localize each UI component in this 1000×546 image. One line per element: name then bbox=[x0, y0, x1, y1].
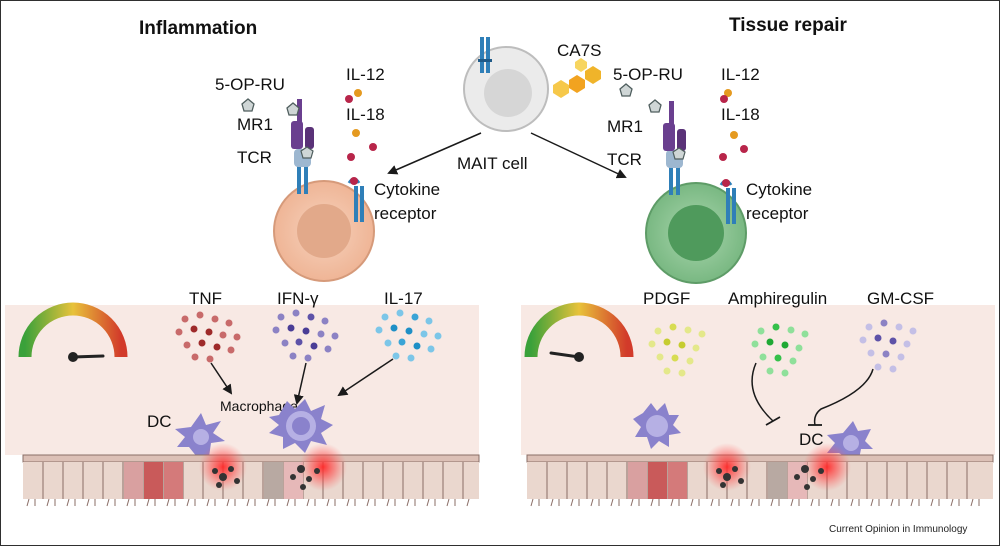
antigen-5oprU-right-2 bbox=[648, 99, 662, 113]
label-il18-left: IL-18 bbox=[346, 105, 385, 124]
gm-csf-dots bbox=[859, 319, 917, 373]
label-tcr-left: TCR bbox=[237, 148, 272, 167]
title-tissue-repair: Tissue repair bbox=[729, 15, 848, 36]
pdgf-dots bbox=[648, 323, 706, 377]
label-amphiregulin: Amphiregulin bbox=[728, 289, 827, 308]
dendritic-cell-left bbox=[175, 413, 225, 491]
antigen-5oprU-right-1 bbox=[619, 83, 633, 97]
arrow-to-repair bbox=[530, 132, 627, 179]
label-5-op-ru-left: 5-OP-RU bbox=[215, 75, 285, 94]
inflammatory-mait-cell bbox=[273, 180, 375, 282]
macrophage-right bbox=[633, 403, 681, 449]
tnf-dots bbox=[175, 311, 241, 363]
naive-mait-cell bbox=[463, 37, 549, 132]
il12-il18-dots-right bbox=[719, 89, 748, 161]
label-tnf: TNF bbox=[189, 289, 222, 308]
label-dc-right: DC bbox=[799, 430, 824, 449]
inhibit-gmcsf-dc bbox=[813, 368, 874, 426]
epithelium-right bbox=[526, 443, 994, 507]
label-il12-right: IL-12 bbox=[721, 65, 760, 84]
label-ifn-gamma: IFN-γ bbox=[277, 289, 319, 308]
label-dc-left: DC bbox=[147, 412, 172, 431]
gauge-left bbox=[18, 302, 128, 362]
label-il17: IL-17 bbox=[384, 289, 423, 308]
label-il18-right: IL-18 bbox=[721, 105, 760, 124]
macrophage-left bbox=[269, 399, 333, 453]
mr1-tcr-complex-right bbox=[663, 101, 686, 195]
mr1-tcr-complex-left bbox=[291, 99, 314, 194]
gauge-right bbox=[524, 302, 634, 362]
arrow-tnf-macrophage bbox=[210, 362, 233, 395]
il12-il18-dots-left bbox=[345, 89, 377, 161]
label-il12-left: IL-12 bbox=[346, 65, 385, 84]
inhibit-bar-amphiregulin bbox=[765, 416, 781, 426]
ifn-gamma-dots bbox=[272, 309, 339, 362]
arrow-il17-macrophage bbox=[337, 358, 394, 397]
cytokine-receptor-right bbox=[719, 179, 736, 224]
label-receptor-left: receptor bbox=[374, 204, 437, 223]
tissue-background-right bbox=[521, 305, 995, 455]
label-pdgf: PDGF bbox=[643, 289, 690, 308]
ca7s-molecule bbox=[553, 58, 601, 98]
antigen-5oprU-left-2 bbox=[286, 102, 300, 116]
title-inflammation: Inflammation bbox=[139, 18, 257, 39]
label-mr1-left: MR1 bbox=[237, 115, 273, 134]
arrow-ifng-macrophage bbox=[293, 362, 307, 405]
label-mr1-right: MR1 bbox=[607, 117, 643, 136]
label-macrophage: Macrophage bbox=[220, 398, 298, 414]
epithelium-left bbox=[22, 443, 480, 507]
label-receptor-right: receptor bbox=[746, 204, 809, 223]
label-tcr-right: TCR bbox=[607, 150, 642, 169]
journal-credit: Current Opinion in Immunology bbox=[829, 524, 967, 535]
antigen-5oprU-left-1 bbox=[241, 98, 255, 112]
label-cytokine-left: Cytokine bbox=[374, 180, 440, 199]
arrow-to-inflammation bbox=[387, 132, 482, 175]
mait-cell-label: MAIT cell bbox=[457, 154, 528, 173]
label-cytokine-right: Cytokine bbox=[746, 180, 812, 199]
cytokine-receptor-left bbox=[347, 177, 364, 222]
label-5-op-ru-right: 5-OP-RU bbox=[613, 65, 683, 84]
ca7s-label: CA7S bbox=[557, 41, 601, 60]
amphiregulin-dots bbox=[751, 323, 809, 377]
inhibit-amphiregulin-dc bbox=[751, 362, 774, 422]
il17-dots bbox=[375, 309, 442, 362]
repair-mait-cell bbox=[645, 182, 747, 284]
label-gm-csf: GM-CSF bbox=[867, 289, 934, 308]
tissue-background-left bbox=[5, 305, 479, 455]
